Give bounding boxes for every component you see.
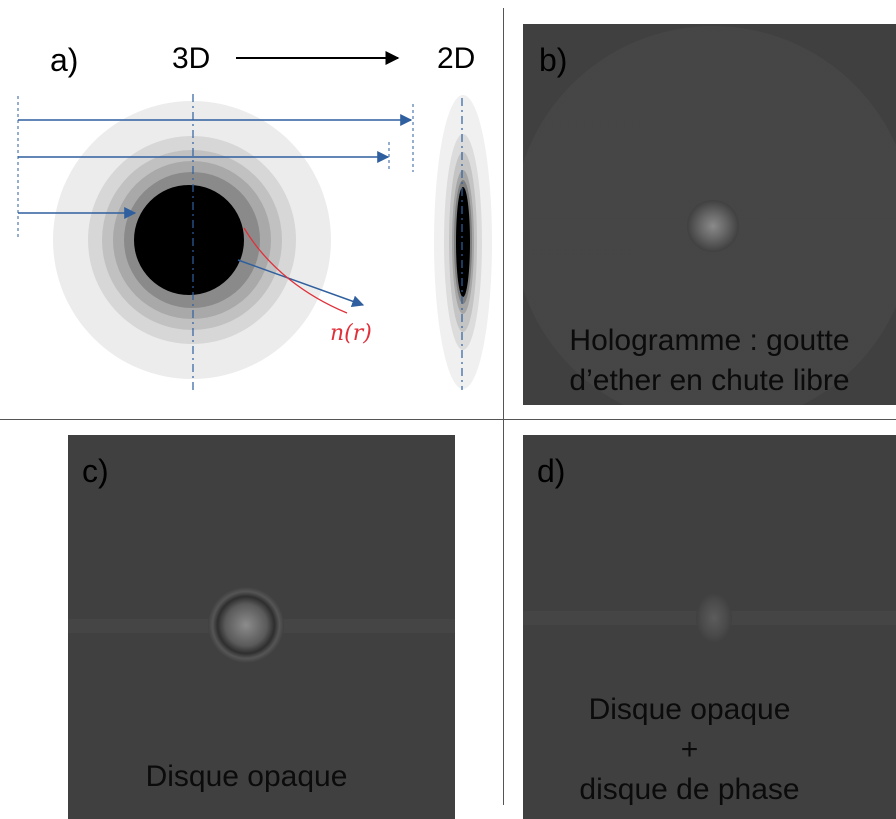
hologram-panel-d: d) Disque opaque + disque de phase (523, 435, 896, 819)
droplet-2d (434, 95, 492, 389)
hologram-d-pattern (523, 435, 896, 819)
hologram-panel-b: b) Hologramme : goutte d’ether en chute … (523, 24, 896, 405)
index-curve (243, 227, 348, 314)
panel-a-label: a) (50, 42, 79, 78)
droplet-3d (53, 101, 331, 379)
hologram-panel-c: c) Disque opaque (68, 435, 455, 819)
horizontal-divider (0, 419, 896, 420)
panel-c-caption: Disque opaque (145, 760, 348, 793)
label-2d: 2D (437, 42, 476, 75)
projection-diagram (17, 51, 492, 390)
label-3d: 3D (172, 42, 211, 75)
vertical-divider (503, 8, 504, 805)
panel-d-label: d) (537, 453, 566, 489)
panel-c-label: c) (82, 453, 109, 489)
panel-d-caption-3: disque de phase (579, 773, 800, 806)
panel-d-caption-1: Disque opaque (588, 693, 791, 726)
panel-b-caption-2: d’ether en chute libre (569, 364, 850, 397)
panel-d-caption-2: + (680, 733, 699, 766)
radius-arrow (237, 259, 365, 307)
index-label: n(r) (330, 321, 372, 346)
hologram-b-pattern (523, 24, 896, 405)
panel-b-caption-1: Hologramme : goutte (569, 324, 850, 357)
panel-a: a) 3D 2D (0, 0, 503, 419)
hologram-c-pattern (68, 435, 455, 819)
panel-b-label: b) (539, 42, 568, 78)
